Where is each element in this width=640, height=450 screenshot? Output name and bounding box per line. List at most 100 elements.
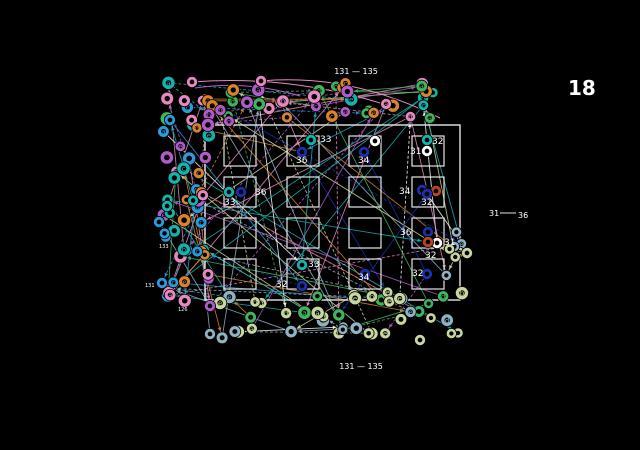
flow-edge — [207, 100, 344, 328]
flow-edge — [180, 255, 400, 299]
svg-text:e: e — [459, 240, 463, 248]
flow-node — [185, 76, 198, 89]
flow-arrowhead — [234, 119, 239, 123]
flow-node: b — [276, 94, 290, 108]
svg-text:d: d — [441, 293, 445, 301]
flow-edge — [204, 98, 382, 301]
flow-arrowhead — [286, 320, 291, 325]
flow-node — [307, 89, 322, 104]
room-r1c3 — [348, 135, 382, 167]
flow-node: c — [325, 109, 339, 123]
flow-node — [295, 258, 308, 271]
flow-edge — [170, 287, 402, 300]
building-outline — [204, 124, 461, 301]
svg-text:a: a — [166, 79, 170, 87]
svg-text:d: d — [408, 113, 412, 121]
flow-edge — [198, 102, 282, 201]
flow-node — [222, 185, 235, 198]
svg-text:d: d — [445, 317, 449, 325]
svg-text:a: a — [250, 325, 254, 333]
flow-edge — [169, 97, 424, 289]
svg-text:c: c — [197, 170, 201, 178]
svg-text:c: c — [185, 104, 189, 112]
room-r3c2 — [286, 217, 320, 249]
flow-node: e — [339, 106, 351, 118]
flow-arrowhead — [308, 145, 313, 149]
flow-arrowhead — [451, 236, 456, 241]
flow-node — [284, 325, 298, 339]
flow-node: e — [367, 106, 380, 119]
flow-node — [425, 312, 437, 324]
room-number-label: 36 — [400, 228, 412, 238]
svg-text:e: e — [218, 300, 222, 308]
flow-node: d — [223, 115, 235, 128]
flow-arrowhead — [417, 238, 422, 243]
flow-node: e — [381, 286, 394, 299]
flow-node — [244, 310, 257, 324]
flow-arrowhead — [255, 111, 260, 115]
room-r3c4 — [411, 217, 445, 249]
flow-node — [450, 226, 463, 238]
svg-text:b: b — [421, 94, 426, 102]
flow-node: d — [191, 122, 203, 134]
svg-text:a: a — [302, 309, 306, 317]
flow-edge — [169, 119, 303, 287]
svg-text:c: c — [330, 113, 334, 121]
flow-edge — [315, 85, 422, 107]
flow-node — [228, 325, 242, 338]
flow-edge — [261, 104, 424, 304]
page-number: 18 — [568, 76, 596, 100]
svg-text:c: c — [199, 219, 203, 227]
flow-arrowhead — [332, 325, 337, 330]
flow-edge — [318, 90, 430, 304]
svg-text:e: e — [178, 143, 182, 151]
flow-node: a — [157, 125, 170, 138]
flow-node — [155, 276, 168, 289]
flow-node — [420, 144, 433, 157]
room-r4c1 — [223, 258, 257, 290]
flow-arrowhead — [340, 97, 345, 102]
flow-node — [349, 321, 364, 335]
flow-node: e — [348, 291, 363, 306]
flow-node — [421, 225, 434, 238]
room-number-label: 36 — [296, 156, 308, 166]
room-number-label: 33 — [320, 135, 331, 145]
flow-edge — [301, 151, 462, 245]
svg-text:a: a — [168, 292, 172, 300]
flow-edge — [234, 331, 386, 334]
flow-arrowhead — [329, 320, 334, 325]
flow-node — [201, 268, 215, 281]
flow-node — [420, 133, 433, 146]
flow-node: e — [201, 128, 216, 143]
flow-arrowhead — [189, 212, 194, 217]
room-number-label: 33 — [308, 260, 319, 270]
room-r1c1 — [223, 135, 257, 167]
flow-arrowhead — [174, 201, 179, 206]
flow-node: d — [437, 290, 450, 303]
flow-edge — [201, 251, 211, 335]
svg-text:d: d — [259, 300, 263, 308]
svg-text:c: c — [457, 249, 461, 257]
flow-edge — [335, 86, 340, 315]
flow-node — [252, 97, 266, 111]
flow-arrowhead — [399, 308, 404, 312]
room-r2c3 — [348, 176, 382, 208]
diagram-labels: 131 — 135 131 — 135 31 36 133 131 126 33… — [145, 67, 528, 371]
room-number-label: 32 — [276, 280, 287, 290]
svg-text:d: d — [334, 83, 338, 91]
svg-text:d: d — [231, 98, 235, 106]
svg-text:e: e — [349, 96, 353, 104]
flow-edge — [170, 243, 462, 296]
room-number-label: 32 — [425, 251, 436, 261]
svg-text:e: e — [383, 330, 387, 338]
flow-node: e — [379, 327, 392, 340]
svg-text:c: c — [171, 279, 175, 287]
flow-node — [200, 117, 215, 132]
flow-arrowhead — [181, 175, 186, 180]
flow-arrowhead — [177, 286, 181, 291]
flow-edge — [170, 287, 292, 333]
flow-arrowhead — [164, 272, 169, 277]
room-number-label: 31 — [444, 238, 455, 248]
flow-node — [421, 235, 434, 248]
svg-text:b: b — [370, 293, 375, 301]
